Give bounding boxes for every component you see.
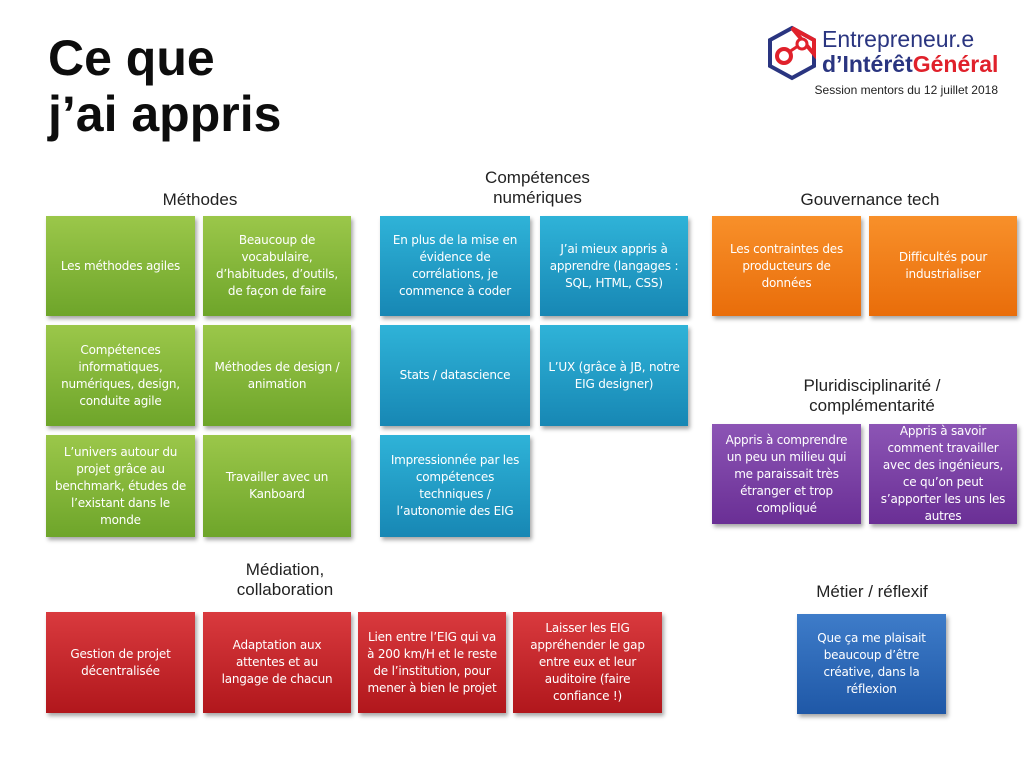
logo-line1: Entrepreneur.e (822, 26, 975, 52)
card-competences-5: Impressionnée par les compétences techni… (380, 435, 530, 537)
page-title-line2: j’ai appris (48, 86, 282, 142)
page-title-line1: Ce que (48, 30, 215, 86)
card-methodes-3: Compétences informatiques, numériques, d… (46, 325, 195, 426)
card-mediation-4: Laisser les EIG appréhender le gap entre… (513, 612, 662, 713)
card-gouvernance-1: Les contraintes des producteurs de donné… (712, 216, 861, 316)
card-pluri-2: Appris à savoir comment travailler avec … (869, 424, 1017, 524)
session-date: Session mentors du 12 juillet 2018 (814, 83, 998, 97)
heading-competences: Compétences numériques (485, 168, 590, 207)
card-methodes-2: Beaucoup de vocabulaire, d’habitudes, d’… (203, 216, 351, 316)
heading-mediation: Médiation, collaboration (236, 560, 334, 599)
card-competences-2: J’ai mieux appris à apprendre (langages … (540, 216, 688, 316)
card-mediation-2: Adaptation aux attentes et au langage de… (203, 612, 351, 713)
card-methodes-6: Travailler avec un Kanboard (203, 435, 351, 537)
hexagon-network-icon (768, 25, 816, 81)
card-methodes-1: Les méthodes agiles (46, 216, 195, 316)
card-methodes-5: L’univers autour du projet grâce au benc… (46, 435, 195, 537)
card-competences-1: En plus de la mise en évidence de corrél… (380, 216, 530, 316)
logo-line2-part2: Général (912, 51, 999, 77)
page-title: Ce que j’ai appris (48, 30, 281, 142)
card-pluri-1: Appris à comprendre un peu un milieu qui… (712, 424, 861, 524)
card-mediation-1: Gestion de projet décentralisée (46, 612, 195, 713)
card-competences-3: Stats / datascience (380, 325, 530, 426)
heading-methodes: Méthodes (162, 190, 238, 209)
heading-pluri: Pluridisciplinarité / complémentarité (803, 376, 941, 415)
eig-logo: Entrepreneur.e d’IntérêtGénéral (764, 24, 1004, 82)
logo-line2: d’IntérêtGénéral (822, 51, 998, 78)
card-gouvernance-2: Difficultés pour industrialiser (869, 216, 1017, 316)
heading-metier: Métier / réflexif (816, 582, 928, 601)
heading-gouvernance: Gouvernance tech (800, 190, 940, 209)
logo-line2-part1: d’Intérêt (822, 51, 913, 77)
card-methodes-4: Méthodes de design / animation (203, 325, 351, 426)
card-competences-4: L’UX (grâce à JB, notre EIG designer) (540, 325, 688, 426)
card-metier-1: Que ça me plaisait beaucoup d’être créat… (797, 614, 946, 714)
card-mediation-3: Lien entre l’EIG qui va à 200 km/H et le… (358, 612, 506, 713)
